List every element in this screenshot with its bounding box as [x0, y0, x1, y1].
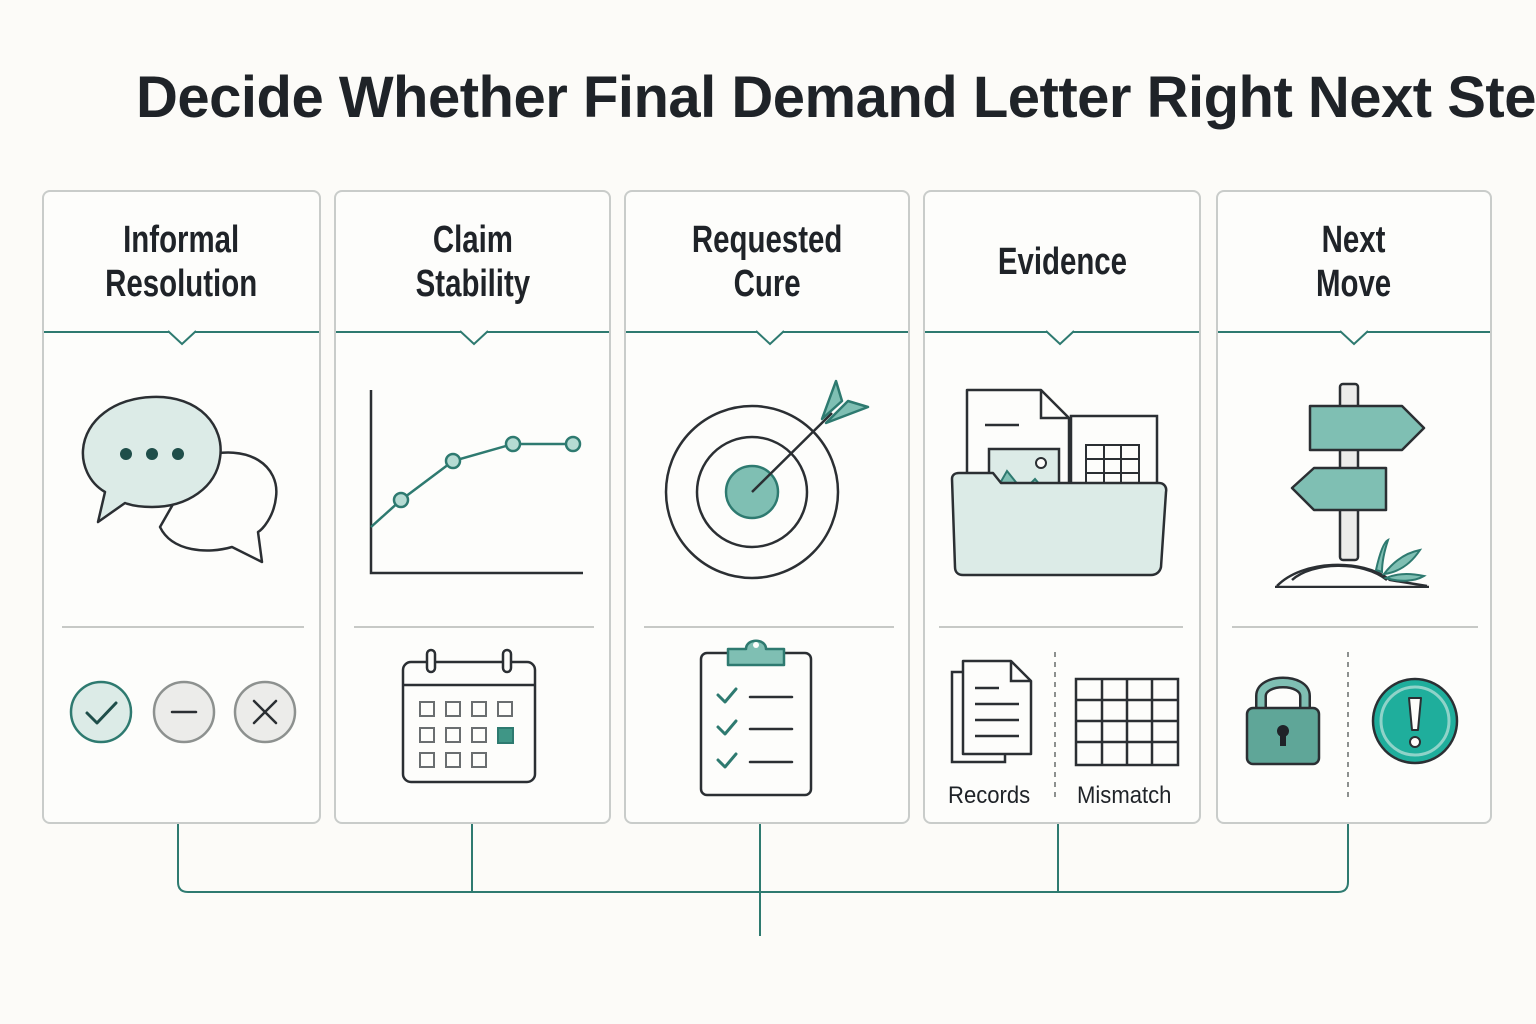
- card-heading: Requested Cure: [626, 192, 908, 332]
- check-circle-icon: [69, 680, 133, 744]
- line-chart-icon: [369, 390, 583, 575]
- card-heading-line2: Stability: [415, 263, 530, 305]
- card-heading-line2: Resolution: [105, 263, 258, 305]
- section-divider: [62, 626, 304, 628]
- card-heading-line2: Cure: [733, 263, 801, 305]
- minus-circle-icon: [152, 680, 216, 744]
- x-circle-icon: [233, 680, 297, 744]
- spreadsheet-grid-icon: [1074, 677, 1180, 767]
- heading-notch: [168, 330, 196, 346]
- evidence-folder-icon: [950, 388, 1168, 577]
- dashed-divider: [1347, 652, 1349, 802]
- card-heading-line2: Move: [1316, 263, 1392, 305]
- heading-notch: [756, 330, 784, 346]
- alert-circle-icon: [1371, 677, 1459, 765]
- card-heading-line1: Next: [1322, 219, 1386, 261]
- clipboard-checklist-icon: [699, 639, 813, 797]
- card-informal-resolution: Informal Resolution: [42, 190, 321, 824]
- card-claim-stability: Claim Stability: [334, 190, 611, 824]
- dashed-divider: [1054, 652, 1056, 802]
- records-label: Records: [948, 782, 1031, 809]
- card-requested-cure: Requested Cure: [624, 190, 910, 824]
- padlock-icon: [1245, 676, 1321, 766]
- card-heading-line1: Evidence: [997, 241, 1127, 283]
- card-next-move: Next Move: [1216, 190, 1492, 824]
- card-heading: Informal Resolution: [44, 192, 319, 332]
- chat-bubbles-icon: [81, 395, 278, 564]
- card-heading-line1: Requested: [691, 219, 843, 261]
- card-heading: Evidence: [925, 192, 1199, 332]
- heading-notch: [1340, 330, 1368, 346]
- signpost-icon: [1275, 382, 1429, 588]
- target-arrow-icon: [664, 379, 870, 580]
- mismatch-label: Mismatch: [1077, 782, 1172, 809]
- documents-icon: [950, 659, 1033, 764]
- section-divider: [1232, 626, 1478, 628]
- section-divider: [354, 626, 594, 628]
- page-title: Decide Whether Final Demand Letter Right…: [136, 65, 1536, 130]
- card-evidence: Evidence Record: [923, 190, 1201, 824]
- heading-notch: [1046, 330, 1074, 346]
- card-heading-line1: Informal: [123, 219, 240, 261]
- card-heading: Claim Stability: [336, 192, 609, 332]
- card-heading-line1: Claim: [432, 219, 513, 261]
- calendar-icon: [401, 648, 537, 784]
- section-divider: [644, 626, 894, 628]
- section-divider: [939, 626, 1183, 628]
- card-heading: Next Move: [1218, 192, 1490, 332]
- heading-notch: [460, 330, 488, 346]
